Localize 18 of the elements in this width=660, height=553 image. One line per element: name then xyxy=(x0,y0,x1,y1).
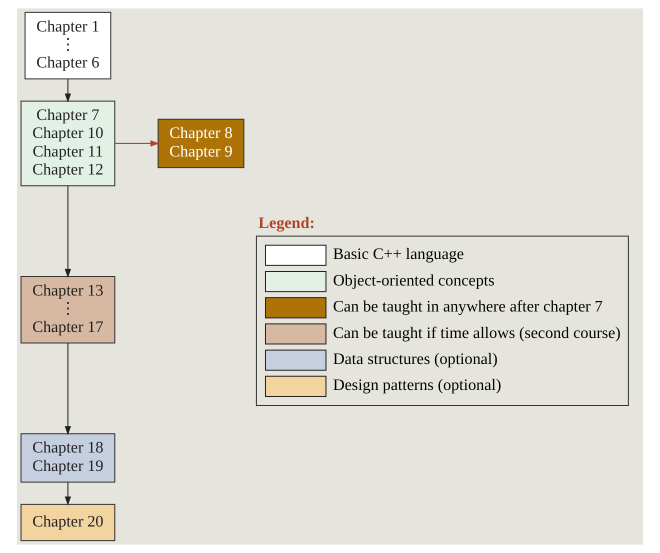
label: Legend: xyxy=(258,214,315,232)
node-box: Chapter 18 Chapter 19 xyxy=(20,433,116,483)
node-box: Chapter 8 Chapter 9 xyxy=(158,118,244,168)
arrow xyxy=(64,79,72,103)
legend-label: Can be taught if time allows (second course) xyxy=(333,324,621,342)
node-box: Chapter 20 xyxy=(20,504,116,542)
legend-label: Data structures (optional) xyxy=(333,351,498,368)
arrow xyxy=(64,343,72,436)
arrow xyxy=(114,140,160,147)
node-box: Chapter 1 ⋮ Chapter 6 xyxy=(24,12,112,80)
legend-label: Design patterns (optional) xyxy=(333,377,502,394)
arrow xyxy=(64,186,72,278)
arrow xyxy=(64,482,72,506)
node-box: Chapter 13 ⋮ Chapter 17 xyxy=(20,276,116,344)
node-box: Chapter 7 Chapter 10 Chapter 11 Chapter 12 xyxy=(20,100,116,186)
legend-label: Object-oriented concepts xyxy=(333,272,495,290)
legend-label: Can be taught in anywhere after chapter 7 xyxy=(333,298,603,316)
legend-label: Basic C++ language xyxy=(333,246,464,264)
